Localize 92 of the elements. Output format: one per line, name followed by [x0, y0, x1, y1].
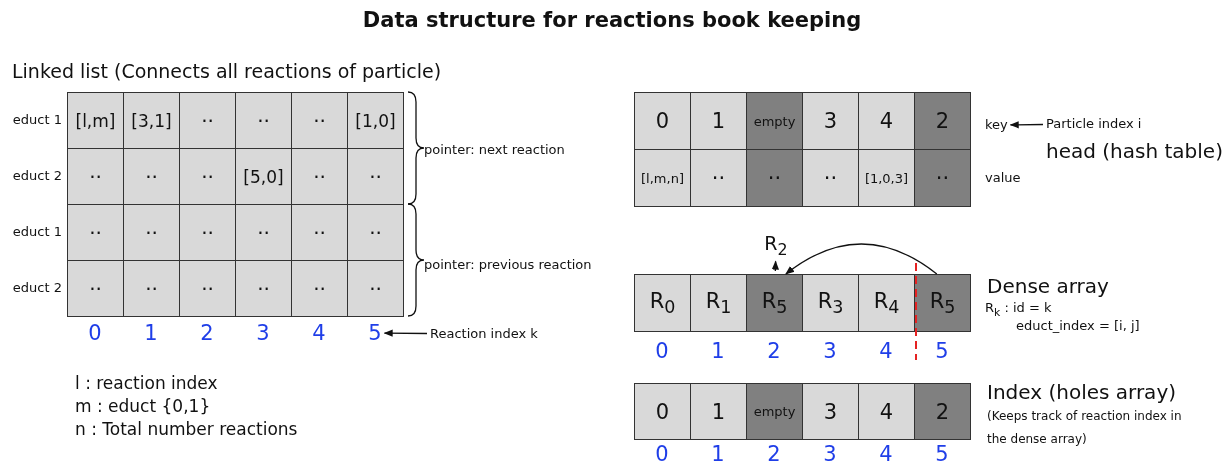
- table-cell: ··: [291, 148, 348, 205]
- index-number: 0: [655, 441, 669, 467]
- table-cell: [1,0,3]: [858, 149, 915, 207]
- arrow: [771, 260, 779, 272]
- arrow: [383, 329, 428, 337]
- index-number: 3: [823, 338, 837, 364]
- index-number: 1: [144, 320, 158, 346]
- table-cell: ··: [235, 260, 292, 317]
- table-cell: 0: [634, 92, 691, 150]
- annotation: R$_{k}$ : id = k: [985, 301, 1052, 319]
- table-cell: ··: [67, 148, 124, 205]
- array-cell: R$_{5}$: [914, 274, 971, 332]
- row-label: educt 1: [12, 112, 62, 128]
- index-number: 2: [200, 320, 214, 346]
- index-number: 3: [256, 320, 270, 346]
- array-cell: R$_{5}$: [746, 274, 803, 332]
- row-label: value: [985, 170, 1021, 186]
- table-cell: 4: [858, 92, 915, 150]
- index-number: 0: [88, 320, 102, 346]
- array-cell: R$_{0}$: [634, 274, 691, 332]
- index-number: 4: [879, 441, 893, 467]
- row-label: educt 2: [12, 168, 62, 184]
- diagram-title: Data structure for reactions book keeping: [362, 7, 862, 33]
- annotation: educt_index = [i, j]: [1016, 318, 1140, 334]
- array-cell: R$_{1}$: [690, 274, 747, 332]
- table-cell: ··: [123, 204, 180, 261]
- array-cell: 4: [858, 383, 915, 440]
- section-heading: Linked list (Connects all reactions of particle): [12, 61, 442, 83]
- legend-note: l : reaction index: [75, 374, 218, 394]
- section-heading: head (hash table): [1046, 139, 1223, 163]
- annotation: Reaction index k: [430, 326, 538, 342]
- table-cell: ··: [235, 92, 292, 149]
- annotation: pointer: previous reaction: [424, 257, 592, 273]
- table-cell: [3,1]: [123, 92, 180, 149]
- table-cell: ··: [802, 149, 859, 207]
- section-heading: Dense array: [987, 274, 1109, 298]
- table-cell: ··: [347, 148, 404, 205]
- index-number: 4: [879, 338, 893, 364]
- index-number: 0: [655, 338, 669, 364]
- table-cell: ··: [67, 204, 124, 261]
- annotation: Particle index i: [1046, 116, 1142, 132]
- section-heading: Index (holes array): [987, 380, 1176, 404]
- table-cell: ··: [291, 260, 348, 317]
- table-cell: ··: [235, 204, 292, 261]
- legend-note: m : educt {0,1}: [75, 397, 211, 417]
- index-number: 2: [767, 441, 781, 467]
- index-number: 5: [935, 338, 949, 364]
- array-cell: 2: [914, 383, 971, 440]
- table-cell: ··: [914, 149, 971, 207]
- row-label: educt 1: [12, 224, 62, 240]
- array-cell: 3: [802, 383, 859, 440]
- table-cell: ··: [291, 92, 348, 149]
- table-cell: 3: [802, 92, 859, 150]
- annotation: pointer: next reaction: [424, 142, 565, 158]
- table-cell: ··: [179, 148, 236, 205]
- table-cell: ··: [179, 92, 236, 149]
- array-cell: empty: [746, 383, 803, 440]
- index-number: 2: [767, 338, 781, 364]
- table-cell: [l,m]: [67, 92, 124, 149]
- index-number: 1: [711, 338, 725, 364]
- annotation: (Keeps track of reaction index in the dense array): [987, 408, 1183, 448]
- row-label: key: [985, 117, 1008, 133]
- table-cell: 1: [690, 92, 747, 150]
- table-cell: [l,m,n]: [634, 149, 691, 207]
- table-cell: ··: [123, 148, 180, 205]
- table-cell: 2: [914, 92, 971, 150]
- legend-note: n : Total number reactions: [75, 420, 298, 440]
- table-cell: [1,0]: [347, 92, 404, 149]
- index-number: 3: [823, 441, 837, 467]
- arrow: [1009, 121, 1044, 129]
- table-cell: ··: [347, 204, 404, 261]
- index-number: 4: [312, 320, 326, 346]
- array-cell: R$_{4}$: [858, 274, 915, 332]
- table-cell: [5,0]: [235, 148, 292, 205]
- index-number: 5: [368, 320, 382, 346]
- table-cell: ··: [746, 149, 803, 207]
- table-cell: ··: [347, 260, 404, 317]
- table-cell: ··: [179, 260, 236, 317]
- table-cell: empty: [746, 92, 803, 150]
- index-number: 1: [711, 441, 725, 467]
- table-cell: ··: [123, 260, 180, 317]
- index-number: 5: [935, 441, 949, 467]
- array-cell: 0: [634, 383, 691, 440]
- table-cell: ··: [67, 260, 124, 317]
- table-cell: ··: [179, 204, 236, 261]
- array-cell: 1: [690, 383, 747, 440]
- array-cell: R$_{3}$: [802, 274, 859, 332]
- table-cell: ··: [291, 204, 348, 261]
- row-label: educt 2: [12, 280, 62, 296]
- arrow: [785, 243, 938, 275]
- table-cell: ··: [690, 149, 747, 207]
- element-label: R$_{2}$: [764, 233, 788, 259]
